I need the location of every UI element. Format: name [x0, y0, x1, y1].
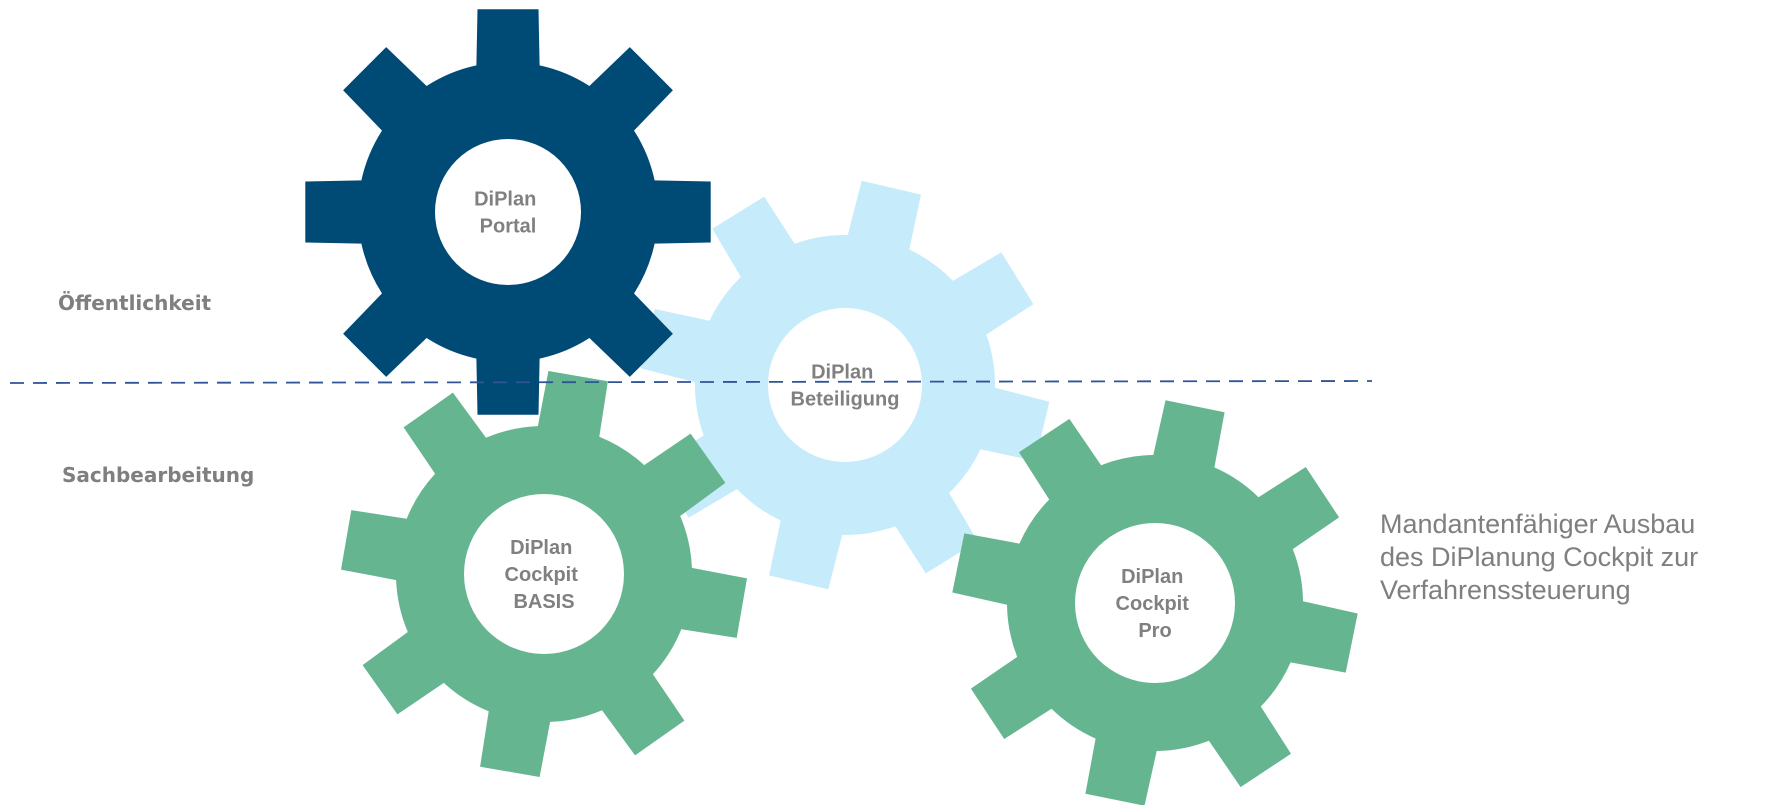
- gear-diplan-cockpit-basis: DiPlan Cockpit BASIS: [341, 371, 747, 777]
- gear-cockpit-pro-label-line1: DiPlan: [1121, 566, 1183, 588]
- gear-diplan-portal: DiPlan Portal: [305, 9, 711, 415]
- gear-cockpit-pro-label-line2: Cockpit: [1116, 593, 1190, 615]
- gear-cockpit-pro-hub: [1075, 523, 1235, 683]
- gear-cockpit-basis-label-line1: DiPlan: [510, 537, 572, 559]
- gear-cockpit-pro-label: DiPlan Cockpit Pro: [1116, 566, 1195, 642]
- gear-diplan-beteiligung: DiPlan Beteiligung: [640, 180, 1050, 590]
- gear-beteiligung-label: DiPlan Beteiligung: [791, 362, 900, 411]
- gear-portal-label-line2: Portal: [480, 216, 537, 238]
- note-line-2: des DiPlanung Cockpit zur: [1380, 542, 1699, 572]
- divider-dashed-line: [9, 380, 1373, 384]
- gear-beteiligung-label-line1: DiPlan: [811, 362, 873, 384]
- gear-cockpit-basis-label-line3: BASIS: [513, 591, 574, 613]
- gear-portal-label: DiPlan Portal: [474, 189, 542, 238]
- note-text: Mandantenfähiger Ausbau des DiPlanung Co…: [1380, 508, 1765, 607]
- gear-cockpit-pro-label-line3: Pro: [1138, 620, 1171, 642]
- gear-beteiligung-label-line2: Beteiligung: [791, 389, 900, 411]
- note-line-1: Mandantenfähiger Ausbau: [1380, 509, 1696, 539]
- gear-cockpit-basis-label: DiPlan Cockpit BASIS: [505, 537, 584, 613]
- gear-portal-label-line1: DiPlan: [474, 189, 536, 211]
- label-oeffentlichkeit: Öffentlichkeit: [58, 291, 212, 315]
- gear-cockpit-basis-hub: [464, 494, 624, 654]
- note-line-3: Verfahrenssteuerung: [1380, 575, 1631, 605]
- gear-portal-hub: [435, 139, 581, 285]
- gear-diplan-cockpit-pro: DiPlan Cockpit Pro: [952, 400, 1358, 805]
- label-sachbearbeitung: Sachbearbeitung: [62, 463, 255, 487]
- gear-cockpit-basis-label-line2: Cockpit: [505, 564, 579, 586]
- gear-beteiligung-hub: [768, 308, 922, 462]
